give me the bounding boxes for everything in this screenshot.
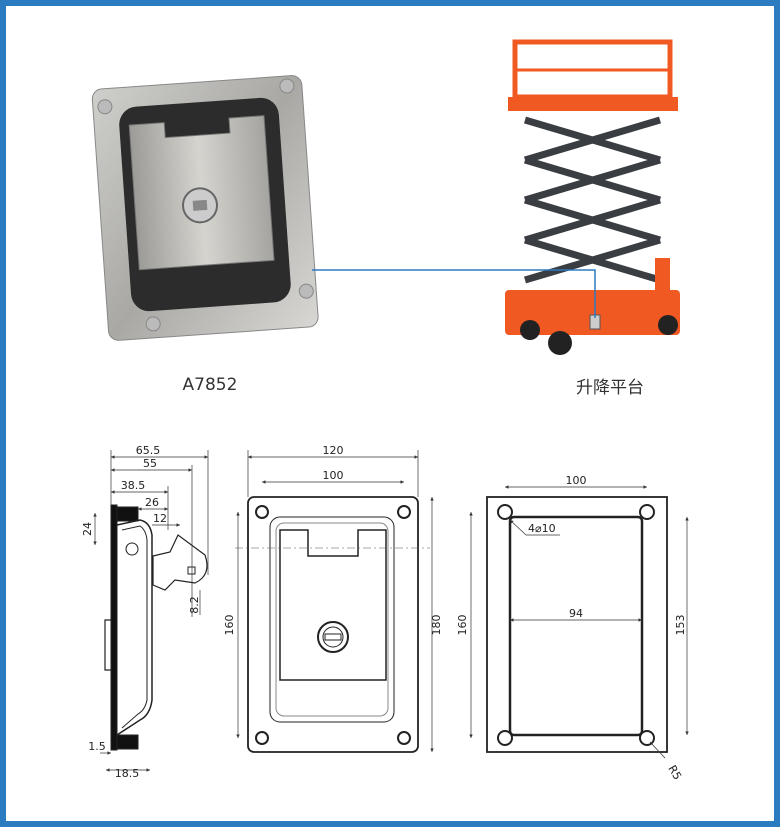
- cutout-view-dimensions: [469, 485, 689, 759]
- front-hole-y-label: 160: [223, 615, 236, 636]
- svg-text:65.5: 65.5: [136, 444, 161, 457]
- cutout-hole-x-label: 100: [566, 474, 587, 487]
- front-height-label: 180: [430, 615, 443, 636]
- cutout-holes-label: 4⌀10: [528, 522, 556, 535]
- svg-text:18.5: 18.5: [115, 767, 140, 780]
- cutout-width-label: 94: [569, 607, 583, 620]
- svg-text:38.5: 38.5: [121, 479, 146, 492]
- side-view-dim-labels: 65.5 55 38.5 26 12 24 8.2 1.5 18.5: [81, 444, 201, 780]
- front-hole-x-label: 100: [323, 469, 344, 482]
- svg-text:8.2: 8.2: [188, 596, 201, 614]
- front-width-label: 120: [323, 444, 344, 457]
- cutout-view-drawing: [486, 496, 668, 753]
- latch-model-label: A7852: [183, 375, 238, 395]
- side-view-drawing: [104, 504, 208, 751]
- corner-radius-label: R5: [665, 763, 684, 782]
- connector-line: [312, 269, 596, 318]
- svg-text:26: 26: [145, 496, 159, 509]
- front-view-drawing: [235, 496, 430, 753]
- cutout-hole-y-label: 160: [456, 615, 469, 636]
- side-view-dimensions: [93, 450, 209, 772]
- front-view-dimensions: [236, 450, 434, 752]
- scissor-lift-photo: [505, 39, 680, 355]
- cutout-height-label: 153: [674, 615, 687, 636]
- latch-photo: [91, 75, 319, 341]
- application-label: 升降平台: [576, 378, 644, 398]
- svg-text:1.5: 1.5: [88, 740, 106, 753]
- svg-text:55: 55: [143, 457, 157, 470]
- svg-text:24: 24: [81, 522, 94, 536]
- svg-text:12: 12: [153, 512, 167, 525]
